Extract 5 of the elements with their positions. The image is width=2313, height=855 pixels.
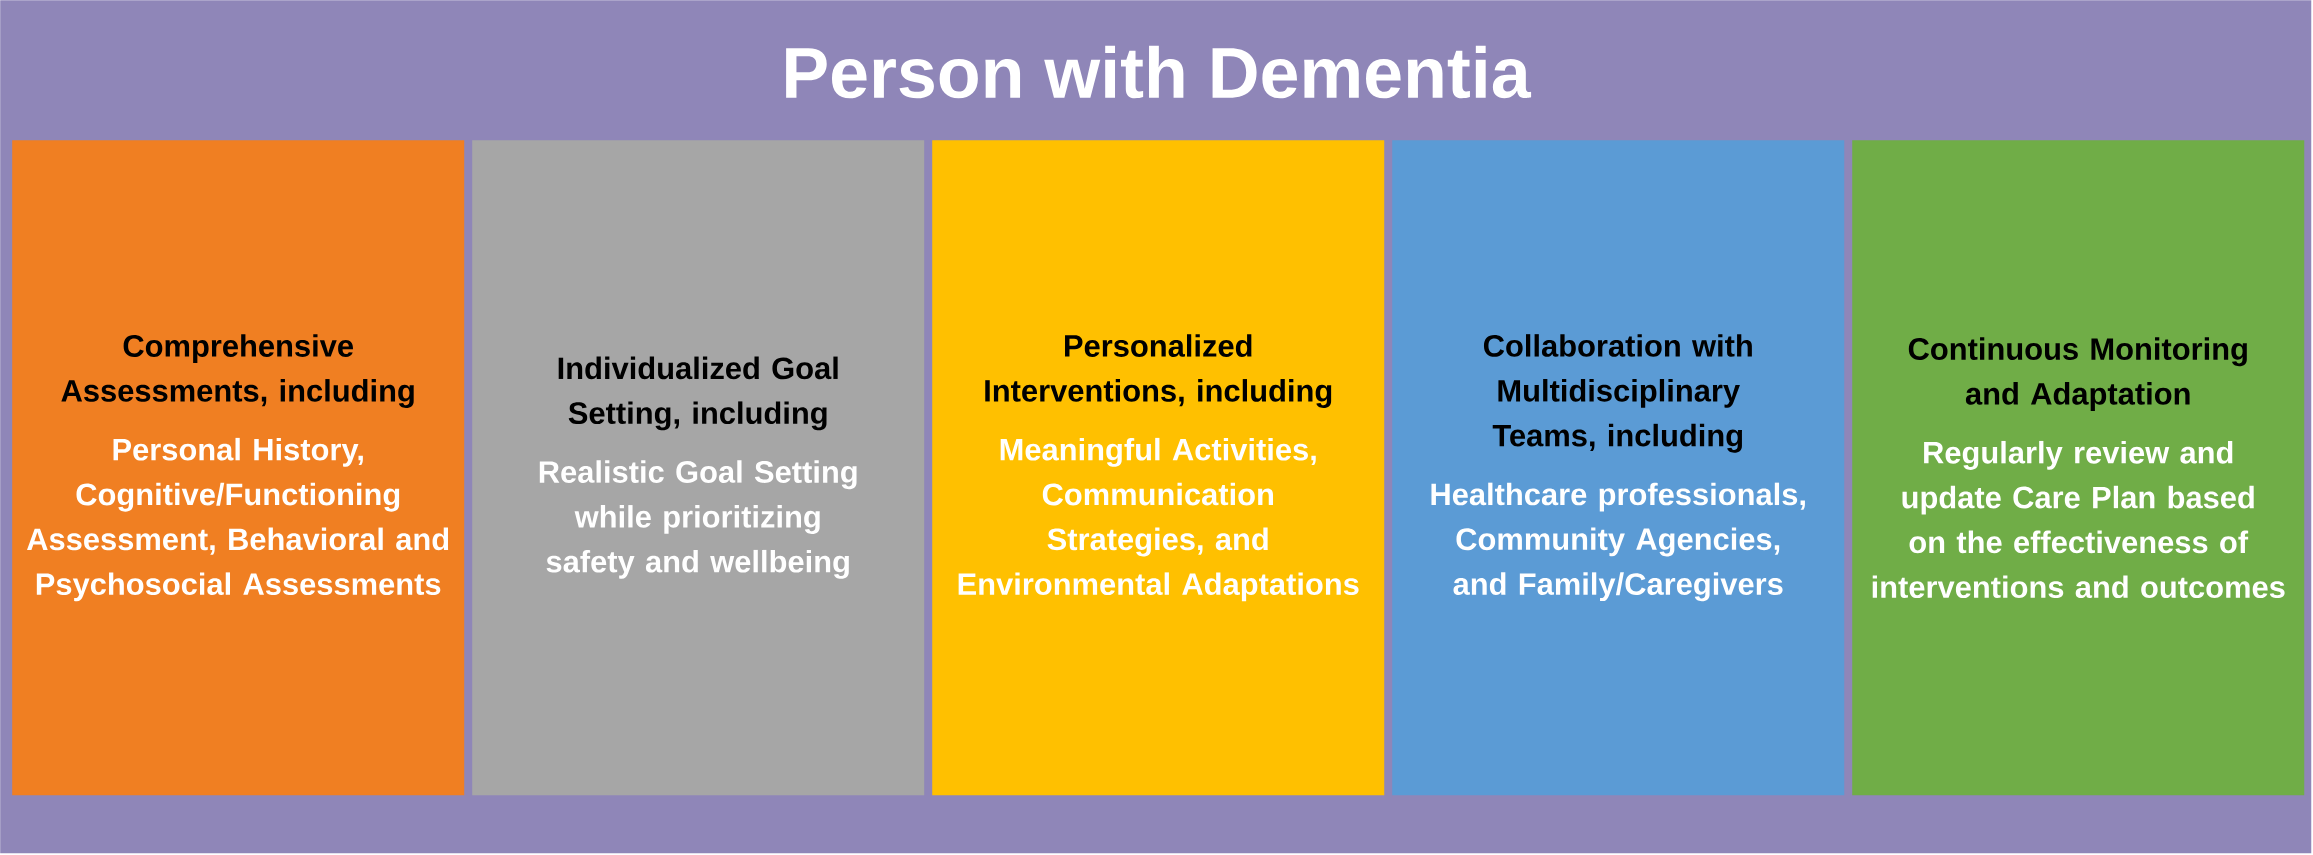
category-column: Collaboration with Multidisciplinary Teams, including Healthcare professionals, Community Agencies, and Family/Caregivers [1392, 140, 1845, 796]
category-column: Personalized Interventions, including Meaningful Activities, Communication Strategies, and Environmental Adaptations [932, 140, 1385, 796]
category-column: Continuous Monitoring and Adaptation Regularly review and update Care Plan based on the effectiveness of interventions and outcomes [1852, 140, 2305, 796]
category-column: Comprehensive Assessments, including Personal History, Cognitive/Functioning Assessment, Behavioral and Psychosocial Assessments [12, 140, 465, 796]
category-column: Individualized Goal Setting, including Realistic Goal Setting while prioritizing safety and wellbeing [472, 140, 925, 796]
